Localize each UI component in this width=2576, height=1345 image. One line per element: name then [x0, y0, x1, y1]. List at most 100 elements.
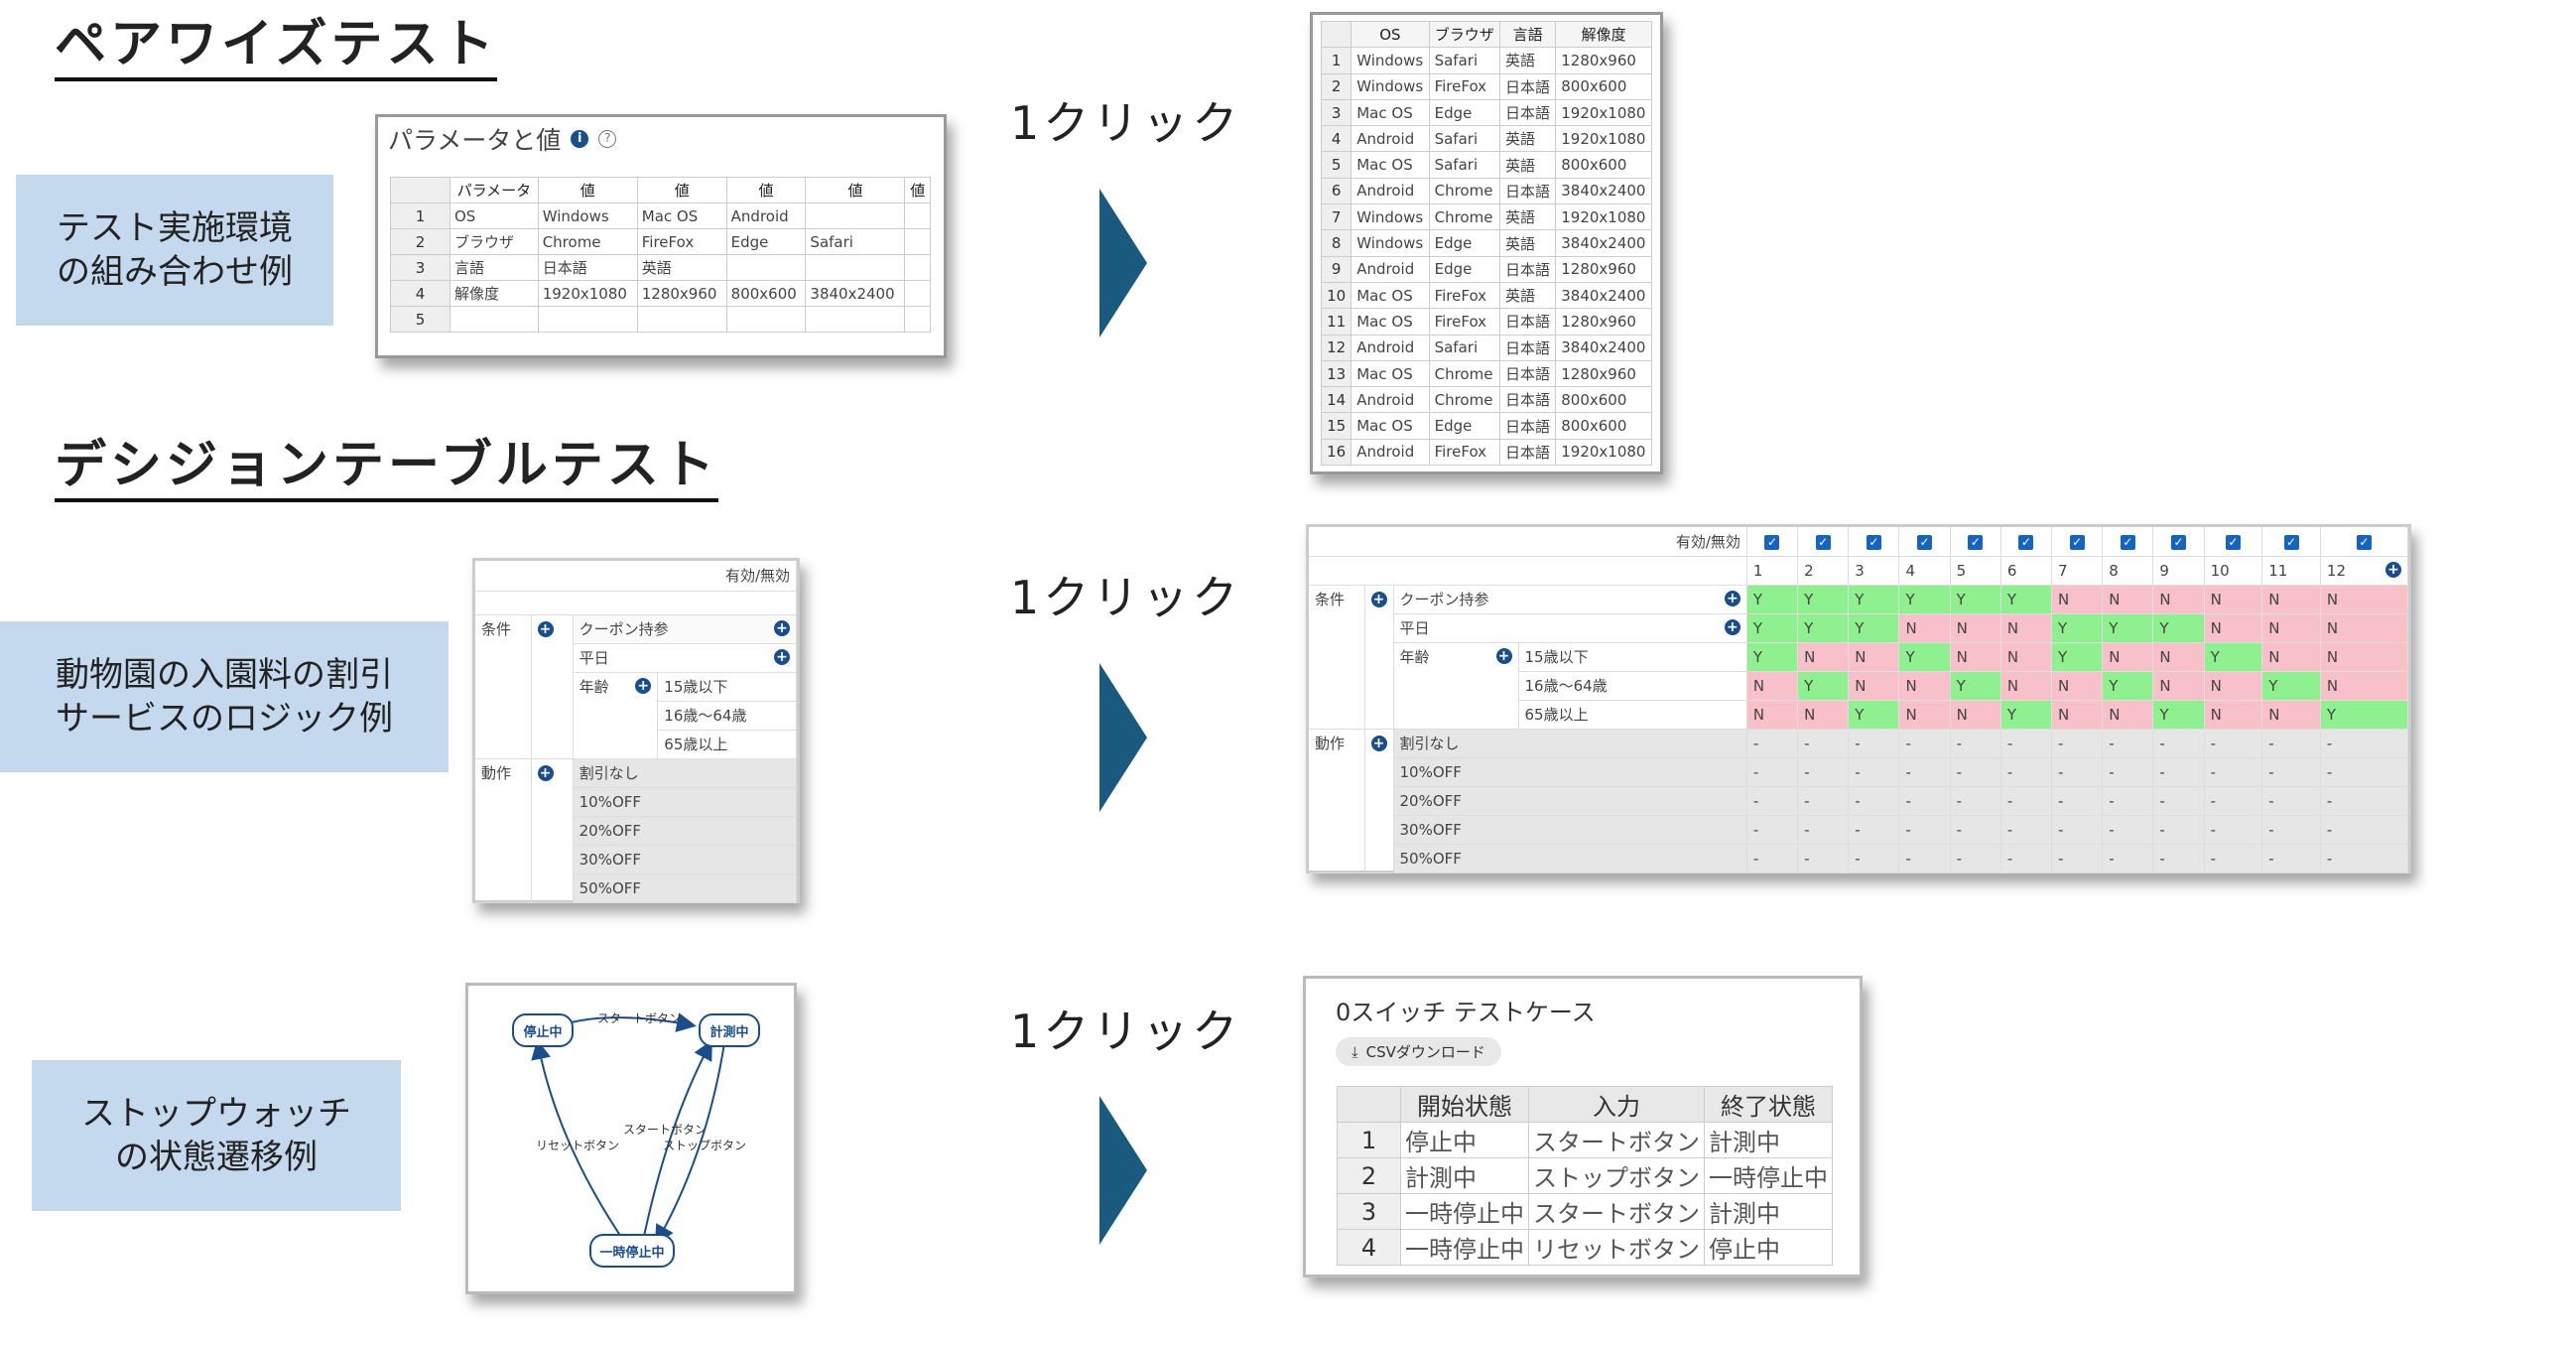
add-column-icon[interactable]: +	[2385, 561, 2401, 578]
action-value-cell[interactable]: -	[1898, 757, 1951, 787]
add-condition-icon[interactable]: +	[1370, 592, 1387, 608]
action-value-cell[interactable]: -	[2000, 786, 2053, 816]
condition-value-cell[interactable]: Y	[1898, 585, 1951, 614]
action-value-cell[interactable]: -	[1848, 844, 1900, 874]
add-icon[interactable]: +	[774, 620, 790, 636]
action-value-cell[interactable]: -	[1898, 786, 1951, 816]
action-value-cell[interactable]: -	[2152, 815, 2205, 845]
action-value-cell[interactable]: -	[2261, 786, 2321, 816]
condition-value-cell[interactable]: Y	[1848, 700, 1900, 730]
action-value-cell[interactable]: -	[2261, 844, 2321, 874]
add-icon[interactable]: +	[1495, 648, 1512, 665]
valid-checkbox[interactable]: ✓	[1866, 535, 1881, 551]
valid-checkbox[interactable]: ✓	[1917, 535, 1933, 551]
condition-value-cell[interactable]: N	[1898, 613, 1951, 643]
action-value-cell[interactable]: -	[1950, 844, 2001, 874]
add-icon[interactable]: +	[1724, 619, 1740, 635]
condition-value-cell[interactable]: Y	[1797, 585, 1850, 614]
action-value-cell[interactable]: -	[1848, 815, 1900, 845]
action-value-cell[interactable]: -	[1797, 844, 1850, 874]
condition-value-cell[interactable]: Y	[2320, 700, 2409, 730]
action-value-cell[interactable]: -	[1746, 757, 1799, 787]
condition-value-cell[interactable]: Y	[2102, 671, 2154, 701]
action-value-cell[interactable]: -	[2051, 815, 2104, 845]
action-value-cell[interactable]: -	[2000, 815, 2053, 845]
condition-value-cell[interactable]: N	[2051, 671, 2104, 701]
condition-value-cell[interactable]: Y	[2000, 585, 2053, 614]
add-icon[interactable]: +	[774, 649, 790, 665]
condition-value-cell[interactable]: Y	[1746, 642, 1799, 672]
action-value-cell[interactable]: -	[1848, 786, 1900, 816]
action-value-cell[interactable]: -	[2320, 757, 2409, 787]
condition-value-cell[interactable]: Y	[2000, 700, 2053, 730]
condition-value-cell[interactable]: N	[1746, 700, 1799, 730]
action-value-cell[interactable]: -	[1848, 757, 1900, 787]
help-icon[interactable]: ?	[598, 130, 617, 148]
condition-value-cell[interactable]: N	[2204, 671, 2263, 701]
action-value-cell[interactable]: -	[1898, 815, 1951, 845]
condition-value-cell[interactable]: N	[1848, 671, 1900, 701]
valid-checkbox[interactable]: ✓	[1968, 535, 1984, 551]
condition-value-cell[interactable]: Y	[2051, 613, 2104, 643]
condition-value-cell[interactable]: N	[2102, 585, 2154, 614]
valid-checkbox[interactable]: ✓	[2170, 535, 2186, 551]
condition-value-cell[interactable]: Y	[2204, 642, 2263, 672]
action-value-cell[interactable]: -	[2261, 757, 2321, 787]
condition-value-cell[interactable]: N	[2152, 642, 2205, 672]
condition-value-cell[interactable]: N	[1898, 700, 1951, 730]
action-value-cell[interactable]: -	[2204, 815, 2263, 845]
condition-value-cell[interactable]: Y	[1797, 613, 1850, 643]
condition-value-cell[interactable]: N	[2204, 585, 2263, 614]
condition-value-cell[interactable]: N	[1898, 671, 1951, 701]
action-value-cell[interactable]: -	[2204, 757, 2263, 787]
condition-value-cell[interactable]: Y	[2152, 613, 2205, 643]
condition-value-cell[interactable]: N	[2261, 585, 2321, 614]
condition-value-cell[interactable]: N	[2320, 642, 2409, 672]
action-value-cell[interactable]: -	[2204, 786, 2263, 816]
action-value-cell[interactable]: -	[2152, 786, 2205, 816]
condition-value-cell[interactable]: Y	[1746, 585, 1799, 614]
add-action-icon[interactable]: +	[1370, 736, 1387, 752]
condition-value-cell[interactable]: N	[2000, 642, 2053, 672]
valid-checkbox[interactable]: ✓	[2225, 535, 2241, 551]
condition-value-cell[interactable]: N	[1746, 671, 1799, 701]
action-value-cell[interactable]: -	[2000, 844, 2053, 874]
condition-value-cell[interactable]: N	[1950, 700, 2001, 730]
condition-value-cell[interactable]: N	[2261, 642, 2321, 672]
condition-value-cell[interactable]: Y	[2152, 700, 2205, 730]
valid-checkbox[interactable]: ✓	[1764, 535, 1780, 551]
action-value-cell[interactable]: -	[2102, 729, 2154, 758]
condition-value-cell[interactable]: N	[2000, 613, 2053, 643]
add-condition-icon[interactable]: +	[537, 621, 554, 638]
action-value-cell[interactable]: -	[2102, 815, 2154, 845]
condition-value-cell[interactable]: Y	[1848, 613, 1900, 643]
condition-value-cell[interactable]: Y	[1950, 671, 2001, 701]
condition-value-cell[interactable]: N	[2102, 700, 2154, 730]
action-value-cell[interactable]: -	[2102, 786, 2154, 816]
valid-checkbox[interactable]: ✓	[2120, 535, 2135, 551]
action-value-cell[interactable]: -	[1950, 786, 2001, 816]
add-icon[interactable]: +	[635, 678, 652, 695]
condition-value-cell[interactable]: Y	[1746, 613, 1799, 643]
action-value-cell[interactable]: -	[1950, 757, 2001, 787]
condition-value-cell[interactable]: Y	[2051, 642, 2104, 672]
action-value-cell[interactable]: -	[1898, 729, 1951, 758]
action-value-cell[interactable]: -	[1898, 844, 1951, 874]
action-value-cell[interactable]: -	[1797, 729, 1850, 758]
action-value-cell[interactable]: -	[2152, 757, 2205, 787]
condition-value-cell[interactable]: Y	[1898, 642, 1951, 672]
action-value-cell[interactable]: -	[1746, 844, 1799, 874]
condition-value-cell[interactable]: N	[2320, 613, 2409, 643]
action-value-cell[interactable]: -	[2320, 786, 2409, 816]
action-value-cell[interactable]: -	[2102, 844, 2154, 874]
condition-value-cell[interactable]: N	[1848, 642, 1900, 672]
action-value-cell[interactable]: -	[1746, 729, 1799, 758]
csv-download-button[interactable]: ⤓ CSVダウンロード	[1336, 1037, 1501, 1066]
condition-value-cell[interactable]: N	[2320, 671, 2409, 701]
add-action-icon[interactable]: +	[537, 765, 554, 782]
condition-value-cell[interactable]: N	[2261, 613, 2321, 643]
condition-value-cell[interactable]: N	[2051, 700, 2104, 730]
action-value-cell[interactable]: -	[2102, 757, 2154, 787]
action-value-cell[interactable]: -	[2204, 729, 2263, 758]
condition-value-cell[interactable]: Y	[2102, 613, 2154, 643]
